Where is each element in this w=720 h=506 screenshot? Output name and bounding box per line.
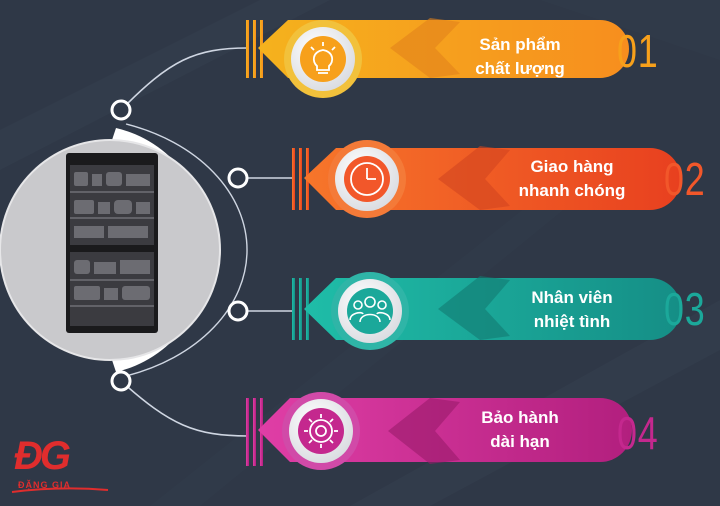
item-4-line2: dài hạn <box>490 432 550 451</box>
item-2-line1: Giao hàng <box>530 157 614 176</box>
item-1-label: Sản phẩm chất lượng <box>445 33 595 81</box>
team-icon <box>349 296 391 323</box>
brand-name: ĐẶNG GIA <box>18 480 71 490</box>
item-3-line1: Nhân viên <box>531 288 613 307</box>
product-image <box>0 139 221 361</box>
item-1 <box>246 18 629 98</box>
item-1-number: 01 <box>617 25 659 77</box>
lightbulb-icon <box>310 42 336 74</box>
brand-logo-mark: ĐG <box>14 434 71 478</box>
item-4-line1: Bảo hành <box>481 408 559 427</box>
item-3-line2: nhiệt tình <box>533 312 611 331</box>
item-2-line2: nhanh chóng <box>518 181 626 200</box>
clock-icon <box>350 162 384 196</box>
item-2-label: Giao hàng nhanh chóng <box>497 155 647 203</box>
item-4-label: Bảo hành dài hạn <box>445 406 595 454</box>
logo-swoosh <box>11 487 109 493</box>
item-1-line2: chất lượng <box>475 59 565 78</box>
connector-nodes <box>110 99 249 392</box>
item-2-number: 02 <box>664 153 706 205</box>
item-3-label: Nhân viên nhiệt tình <box>497 286 647 334</box>
item-4-number: 04 <box>617 407 659 459</box>
item-1-line1: Sản phẩm <box>479 35 561 54</box>
gear-icon <box>304 414 338 448</box>
item-3-number: 03 <box>664 283 706 335</box>
item-3 <box>292 272 681 350</box>
